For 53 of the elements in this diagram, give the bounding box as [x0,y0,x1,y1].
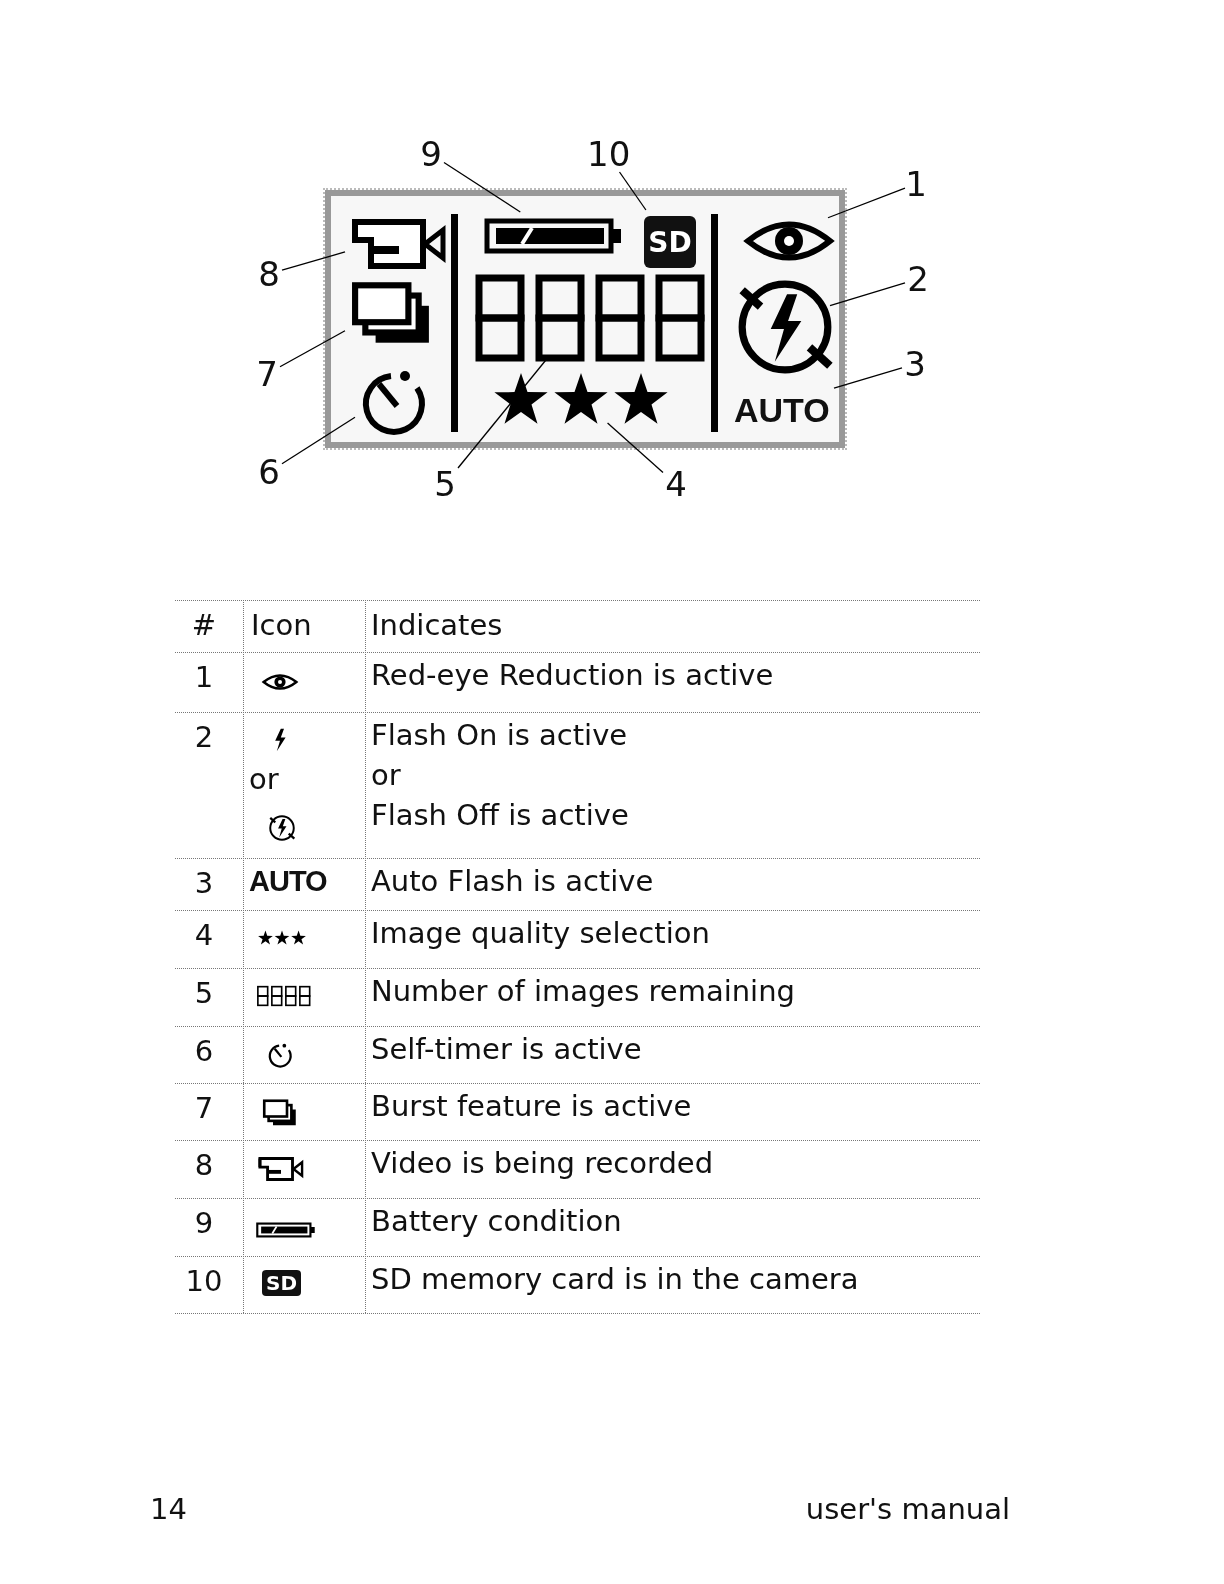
description-text: Flash Off is active [371,798,629,833]
leader-line [829,282,906,307]
description-text: Number of images remaining [371,974,795,1009]
description-text: Battery condition [371,1204,622,1239]
leader-line [281,251,346,271]
callout-number: 7 [254,356,280,392]
column-header: Indicates [371,608,503,643]
video-camera-icon [351,218,447,270]
leader-line [618,171,647,211]
leader-line [281,416,356,465]
footer-text: user's manual [804,1492,1010,1527]
callout-number: 3 [902,346,928,382]
leader-line [279,330,346,368]
row-number: 8 [193,1148,215,1183]
callout-number: 5 [432,466,458,502]
callout-number: 4 [663,466,689,502]
row-number: 1 [193,660,215,695]
callout-number: 2 [905,261,931,297]
row-number: 9 [193,1206,215,1241]
description-text: Auto Flash is active [371,864,654,899]
callout-number: 9 [418,136,444,172]
mode-label: AUTO [734,389,840,431]
leader-line [827,187,906,219]
sd-card-icon: SD [644,216,696,268]
row-number: 6 [193,1034,215,1069]
page-number: 14 [150,1492,187,1527]
row-number: 3 [193,866,215,901]
row-number: 7 [193,1091,215,1126]
mode-label: AUTO [249,864,327,899]
description-text: Burst feature is active [371,1089,692,1124]
callout-number: 10 [587,136,627,172]
description-text: Video is being recorded [371,1146,714,1181]
battery-icon [484,218,624,254]
description-text: Image quality selection [371,916,710,951]
or-text: or [249,762,279,797]
sd-card-icon: SD [262,1270,301,1296]
row-number: 4 [193,918,215,953]
leader-line [833,367,903,389]
row-number: 2 [193,720,215,755]
callout-number: 8 [256,256,282,292]
lcd-panel [325,190,845,448]
callout-number: 6 [256,454,282,490]
column-header: # [190,608,218,643]
or-text: or [371,758,401,793]
description-text: Red-eye Reduction is active [371,658,774,693]
callout-number: 1 [905,166,927,202]
row-number: 10 [184,1264,224,1299]
description-text: Self-timer is active [371,1032,642,1067]
row-number: 5 [193,976,215,1011]
leader-line [606,422,664,474]
description-text: SD memory card is in the camera [371,1262,859,1297]
description-text: Flash On is active [371,718,628,753]
column-header: Icon [251,608,312,643]
